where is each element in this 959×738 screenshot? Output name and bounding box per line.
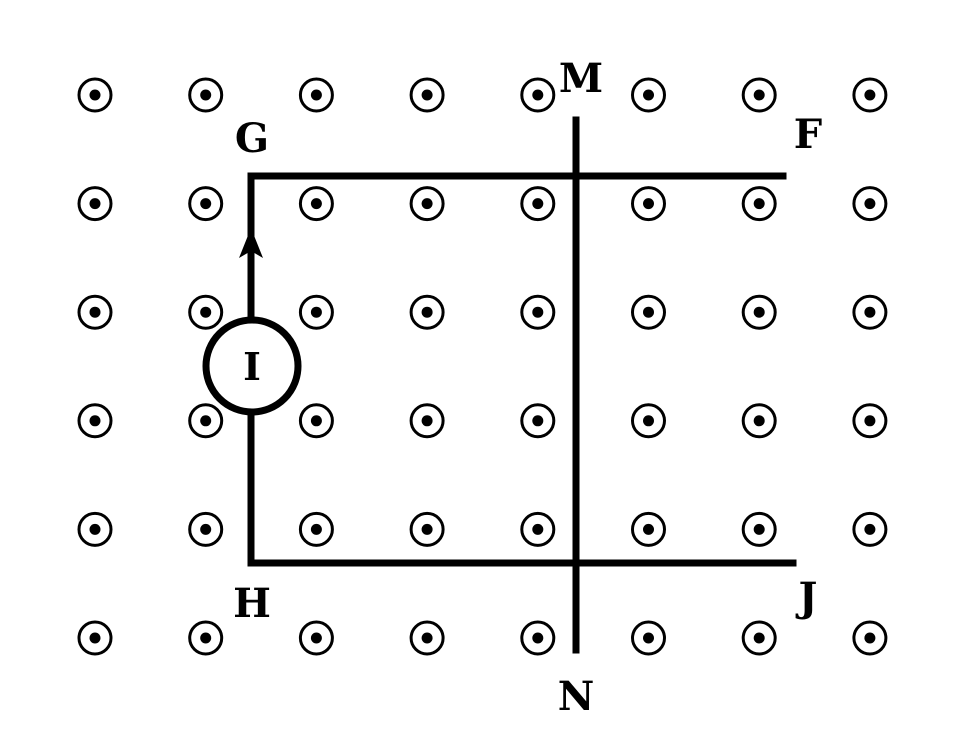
dot-in-circle-icon	[77, 77, 113, 113]
dot-in-circle-icon	[741, 511, 777, 547]
dot-in-circle-icon	[298, 294, 334, 330]
dot-in-circle-icon	[741, 620, 777, 656]
dot-in-circle-icon	[631, 77, 666, 113]
dot-in-circle-icon	[631, 186, 666, 222]
dot-in-circle-icon	[520, 403, 556, 439]
dot-in-circle-icon	[298, 403, 334, 439]
label-G: G	[235, 115, 269, 162]
current-arrow-icon	[239, 228, 263, 258]
dot-in-circle-icon	[298, 77, 334, 113]
dot-in-circle-icon	[631, 511, 666, 547]
dot-in-circle-icon	[631, 403, 666, 439]
dot-in-circle-icon	[77, 294, 113, 330]
dot-in-circle-icon	[77, 620, 113, 656]
dot-in-circle-icon	[520, 511, 556, 547]
dot-in-circle-icon	[409, 511, 445, 547]
circuit	[247, 116, 797, 654]
dot-in-circle-icon	[852, 294, 888, 330]
dot-in-circle-icon	[188, 511, 224, 547]
dot-in-circle-icon	[852, 186, 888, 222]
dot-in-circle-icon	[298, 511, 334, 547]
dot-in-circle-icon	[77, 186, 113, 222]
dot-in-circle-icon	[188, 186, 224, 222]
dot-in-circle-icon	[520, 294, 556, 330]
label-F: F	[794, 111, 822, 158]
dot-in-circle-icon	[409, 77, 445, 113]
dot-in-circle-icon	[188, 403, 224, 439]
dot-in-circle-icon	[409, 186, 445, 222]
dot-in-circle-icon	[77, 403, 113, 439]
dot-in-circle-icon	[77, 511, 113, 547]
label-N: N	[558, 673, 595, 720]
dot-in-circle-icon	[852, 403, 888, 439]
dot-in-circle-icon	[409, 403, 445, 439]
source-circle	[202, 316, 302, 416]
dot-in-circle-icon	[520, 77, 556, 113]
dot-in-circle-icon	[188, 77, 224, 113]
dot-in-circle-icon	[741, 294, 777, 330]
dot-in-circle-icon	[741, 403, 777, 439]
source-label: I	[243, 344, 261, 389]
label-J: J	[796, 574, 818, 621]
dot-in-circle-icon	[852, 620, 888, 656]
dot-in-circle-icon	[520, 620, 556, 656]
label-H: H	[233, 580, 271, 627]
dot-in-circle-icon	[298, 186, 334, 222]
dot-in-circle-icon	[631, 294, 666, 330]
dot-in-circle-icon	[298, 620, 334, 656]
dot-in-circle-icon	[852, 77, 888, 113]
dot-in-circle-icon	[741, 186, 777, 222]
dot-in-circle-icon	[631, 620, 666, 656]
dot-in-circle-icon	[852, 511, 888, 547]
label-M: M	[559, 55, 603, 102]
magnetic-field-grid	[77, 77, 888, 656]
dot-in-circle-icon	[188, 620, 224, 656]
dot-in-circle-icon	[188, 294, 224, 330]
dot-in-circle-icon	[409, 294, 445, 330]
dot-in-circle-icon	[520, 186, 556, 222]
dot-in-circle-icon	[409, 620, 445, 656]
dot-in-circle-icon	[741, 77, 777, 113]
